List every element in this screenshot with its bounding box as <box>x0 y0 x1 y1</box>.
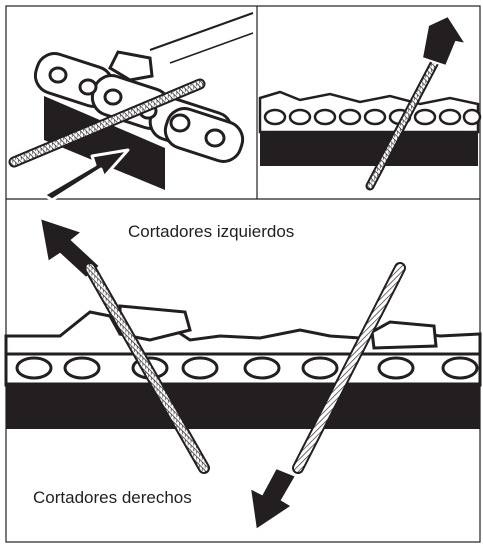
right-cutters-label: Cortadores derechos <box>33 488 192 507</box>
left-cutters-label: Cortadores izquierdos <box>128 222 295 241</box>
left-cutters-arrow <box>38 216 102 280</box>
right-cutters-arrow <box>248 466 298 532</box>
chain-links-top-right <box>258 90 482 134</box>
bottom-panel <box>4 216 482 532</box>
panel-frames <box>5 5 481 543</box>
guide-bar-bottom <box>6 385 480 429</box>
right-cutter-tooth <box>370 320 438 350</box>
top-right-panel <box>258 14 482 191</box>
chain-links-bottom <box>4 310 482 387</box>
cutter-tooth-top-left <box>108 50 154 82</box>
direction-arrow-top-right <box>417 14 469 68</box>
guide-bar <box>44 96 165 190</box>
direction-arrow-top-left <box>42 148 130 202</box>
guide-bar-top-right <box>260 132 478 166</box>
top-left-panel <box>8 12 254 202</box>
